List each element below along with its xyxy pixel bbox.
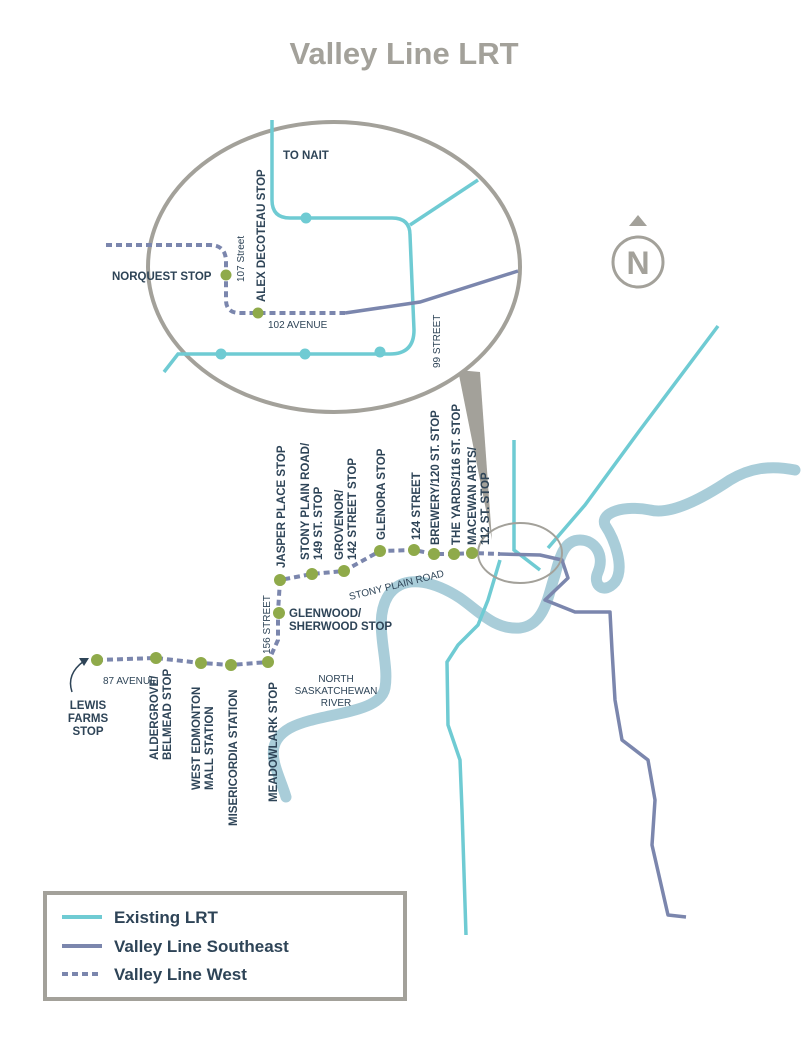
brewery-stop-marker [408,544,420,556]
to-nait-label: TO NAIT [283,150,329,162]
misericordia-stop-marker [225,659,237,671]
street-99-label: 99 STREET [432,315,443,368]
valley-line-southeast [499,552,687,919]
north-saskatchewan-river [267,462,801,803]
norquest-stop-label: NORQUEST STOP [112,271,212,283]
jasper-place-label: JASPER PLACE STOP [276,445,288,568]
glenora-stop-marker [374,545,386,557]
grovenor-label-2: 142 STREET STOP [347,458,359,560]
lewis-farms-arrow-icon [69,660,85,693]
brewery-label-2: BREWERY/120 ST. STOP [430,410,442,545]
existing-lrt-northeast [546,324,720,550]
macewan-label-2: 112 ST. STOP [480,472,492,545]
grovenor-stop-marker [338,565,350,577]
glenwood-label-2: SHERWOOD STOP [289,621,392,633]
legend-valley-line-west: Valley Line West [114,965,247,984]
street-107-label: 107 Street [236,236,247,282]
existing-lrt-south [445,559,502,936]
macewan-stop-marker [448,548,460,560]
brewery-label-1: 124 STREET [411,472,423,540]
map-title: Valley Line LRT [289,36,518,71]
inset-existing-stop [215,348,227,360]
wem-label-1: WEST EDMONTON [191,687,203,790]
lewis-farms-label-2: FARMS [68,713,109,725]
lewis-farms-stop-marker [91,654,103,666]
street-156-label: 156 STREET [262,595,273,654]
river-label-2: SASKATCHEWAN [295,686,378,697]
jasper-place-stop-marker [274,574,286,586]
lewis-farms-label-3: STOP [72,726,103,738]
aldergrove-stop-marker [150,652,162,664]
stony-plain-stop-marker [306,568,318,580]
meadowlark-label: MEADOWLARK STOP [268,682,280,802]
stony-plain-label-1: STONY PLAIN ROAD/ [300,442,312,560]
legend-existing-lrt: Existing LRT [114,908,219,927]
macewan-stop-marker-2 [466,547,478,559]
avenue-102-label: 102 AVENUE [268,320,328,331]
downtown-inset [106,120,522,414]
inset-connector [458,370,492,540]
lewis-farms-label-1: LEWIS [70,700,107,712]
river-label-1: NORTH [318,674,353,685]
misericordia-label: MISERICORDIA STATION [228,689,240,826]
lewis-farms-arrowhead-icon [79,658,89,666]
existing-lrt-north [512,440,542,572]
valley-line-west [96,547,501,668]
stony-plain-label-2: 149 ST. STOP [313,486,325,560]
svg-text:N: N [626,245,649,281]
glenwood-stop-marker [273,607,285,619]
legend: Existing LRT Valley Line Southeast Valle… [43,891,407,1001]
avenue-87-label: 87 AVENUE [103,676,157,687]
inset-existing-stop [299,348,311,360]
inset-existing-stop [374,346,386,358]
macewan-label-1: MACEWAN ARTS/ [467,446,479,545]
meadowlark-stop-marker [262,656,274,668]
west-edmonton-mall-stop-marker [195,657,207,669]
glenora-label: GLENORA STOP [376,448,388,540]
aldergrove-label-2: BELMEAD STOP [162,669,174,760]
river-label-3: RIVER [321,698,352,709]
aldergrove-label-1: ALDERGROVE/ [149,675,161,760]
glenwood-label-1: GLENWOOD/ [289,608,362,620]
north-compass-icon: N [611,215,665,289]
alex-decoteau-stop-label: ALEX DECOTEAU STOP [256,169,268,302]
alex-decoteau-stop-marker [252,307,264,319]
wem-label-2: MALL STATION [204,706,216,790]
yards-label: THE YARDS/116 ST. STOP [451,404,463,545]
yards-stop-marker [428,548,440,560]
grovenor-label-1: GROVENOR/ [334,489,346,560]
norquest-stop-marker [220,269,232,281]
legend-valley-line-southeast: Valley Line Southeast [114,937,289,956]
inset-existing-stop [300,212,312,224]
